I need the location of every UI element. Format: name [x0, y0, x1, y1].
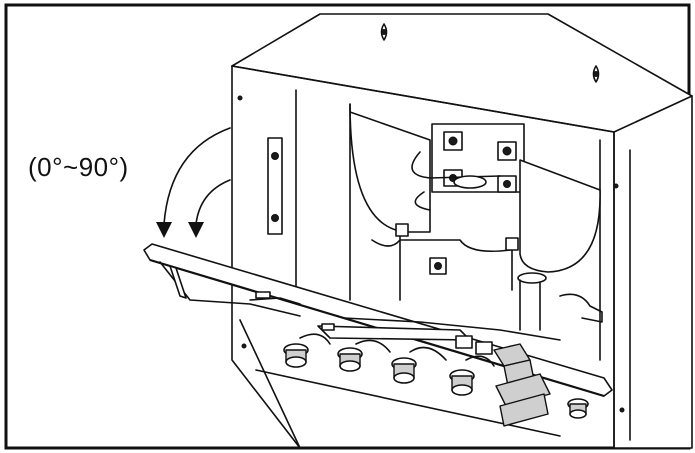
- inner-arc-arrow: [195, 179, 231, 225]
- enclosure-housing: [231, 13, 693, 449]
- ac-connector-block: [455, 335, 551, 427]
- cable-gland: [449, 369, 475, 396]
- cable-gland: [337, 347, 363, 372]
- terminal-block: [429, 123, 525, 275]
- cable-gland: [567, 398, 589, 419]
- hang-slot-icon: [380, 23, 388, 41]
- internal-cable-harness: [349, 103, 603, 331]
- cable-glands: [239, 319, 589, 449]
- hang-slot-icon: [592, 65, 600, 83]
- arrow-head-icon: [156, 222, 172, 238]
- outer-arc-arrow: [163, 127, 231, 225]
- cable-gland: [391, 357, 417, 384]
- rotation-angle-label: (0°~90°): [28, 152, 129, 182]
- rotation-arrows: [156, 127, 231, 238]
- arrow-head-icon: [188, 222, 204, 238]
- cable-gland: [283, 343, 309, 368]
- wall-bracket: [267, 137, 283, 235]
